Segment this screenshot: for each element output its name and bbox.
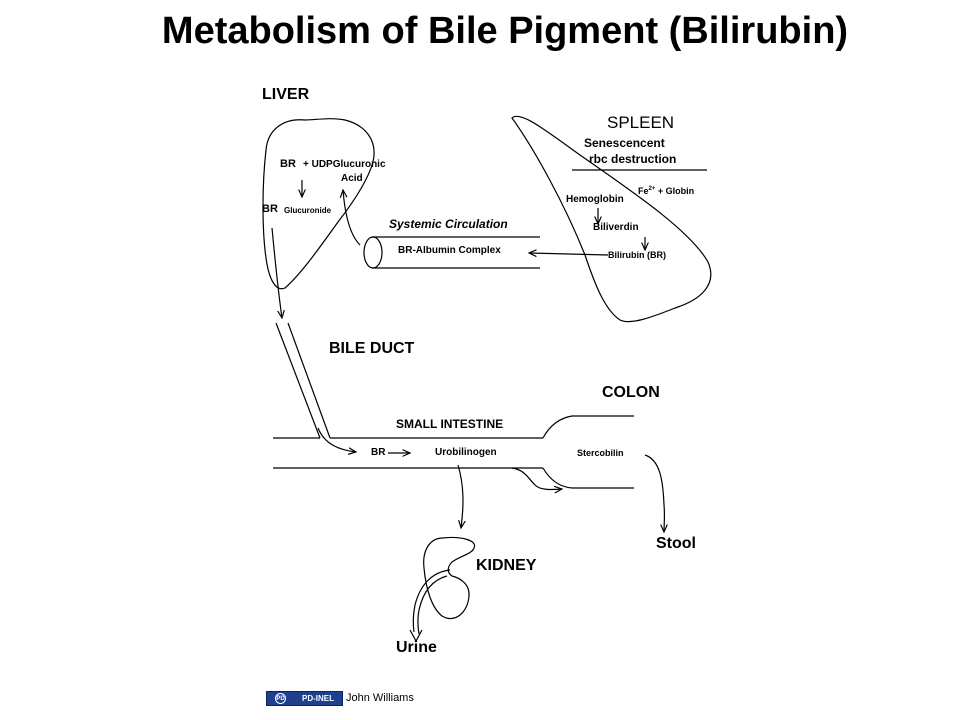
public-domain-badge: PD PD-INEL: [266, 691, 343, 706]
udp-glucuronic-label: + UDPGlucuronic: [303, 159, 386, 170]
br-albumin-complex-label: BR-Albumin Complex: [398, 246, 501, 256]
intestine-br-label: BR: [371, 447, 386, 458]
stool-label: Stool: [656, 535, 696, 552]
acid-label: Acid: [341, 173, 363, 184]
senescent-label: Senescencent: [584, 136, 665, 150]
urine-label: Urine: [396, 639, 437, 656]
fe-globin-label: Fe2+ + Globin: [638, 186, 695, 196]
bilirubin-label: Bilirubin (BR): [608, 250, 666, 260]
pd-badge-text: PD-INEL: [302, 694, 334, 703]
spleen-label: SPLEEN: [607, 113, 675, 132]
small-intestine-label: SMALL INTESTINE: [396, 417, 504, 431]
liver-outline: [262, 118, 375, 290]
page-title: Metabolism of Bile Pigment (Bilirubin): [161, 10, 849, 52]
author-credit: John Williams: [346, 692, 414, 704]
urobilinogen-label: Urobilinogen: [435, 447, 497, 458]
stercobilin-label: Stercobilin: [577, 448, 624, 458]
rbc-destruction-label: rbc destruction: [589, 152, 677, 166]
spleen-outline: [511, 115, 712, 323]
liver-br2-label: BR: [262, 203, 278, 215]
glucuronide-label: Glucuronide: [284, 206, 332, 215]
systemic-circulation-label: Systemic Circulation: [389, 217, 508, 231]
pd-icon: PD: [275, 693, 286, 704]
biliverdin-label: Biliverdin: [593, 222, 639, 233]
liver-br-label: BR: [280, 158, 296, 170]
liver-label: LIVER: [262, 86, 310, 103]
bile-duct-label: BILE DUCT: [329, 340, 415, 357]
colon-label: COLON: [602, 384, 660, 401]
kidney-label: KIDNEY: [476, 557, 537, 574]
hemoglobin-label: Hemoglobin: [566, 194, 624, 205]
kidney-outline: [423, 536, 476, 620]
